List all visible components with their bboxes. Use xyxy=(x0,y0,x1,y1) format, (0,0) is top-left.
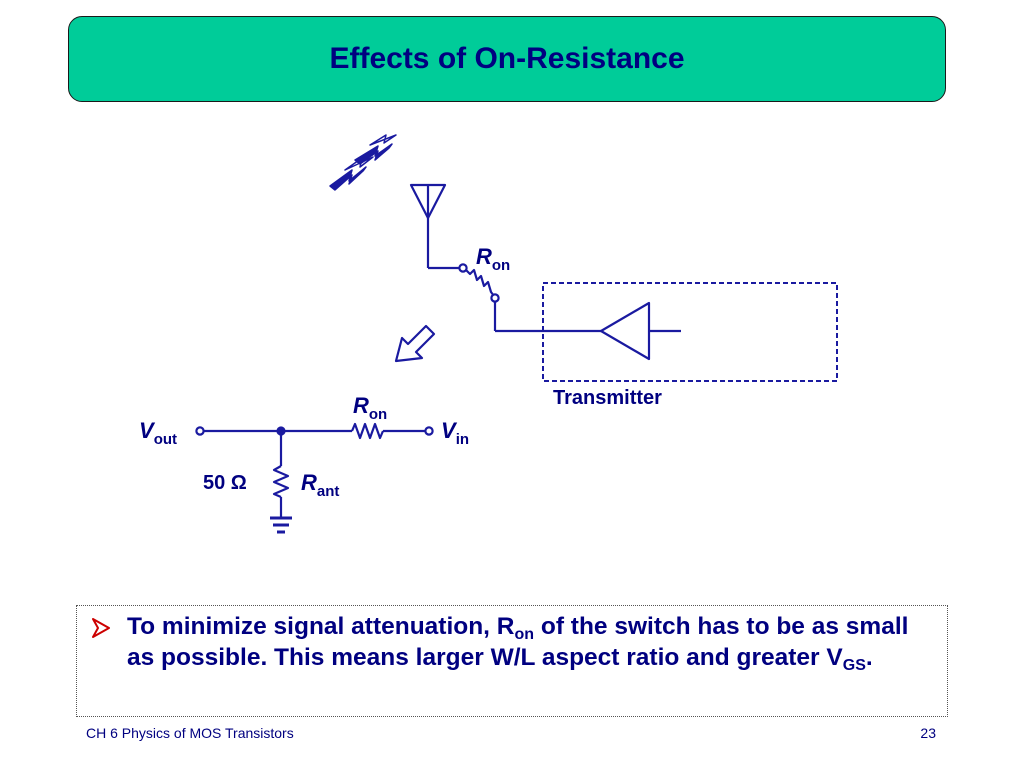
bullet-subscript-on: on xyxy=(514,626,535,643)
equivalent-circuit xyxy=(195,422,434,534)
transmitter-amplifier-icon xyxy=(599,301,681,361)
antenna-icon xyxy=(409,183,459,270)
transmitter-box xyxy=(542,282,838,382)
bullet-arrow-icon xyxy=(92,618,110,638)
vin-label: Vin xyxy=(441,418,469,448)
bullet-text: To minimize signal attenuation, Ron of t… xyxy=(127,611,927,674)
switch-ron-top xyxy=(458,263,601,333)
ron-bottom-label: Ron xyxy=(353,393,387,423)
bullet-text-part3: . xyxy=(865,644,873,671)
lightning-bolt-icon xyxy=(329,156,374,191)
bullet-text-part1: To minimize signal attenuation, R xyxy=(127,613,515,640)
lightning-bolt-icon xyxy=(354,134,397,165)
bullet-box: To minimize signal attenuation, Ron of t… xyxy=(76,605,948,717)
title-banner: Effects of On-Resistance xyxy=(68,16,946,102)
slide-title: Effects of On-Resistance xyxy=(329,42,685,75)
circuit-diagram: Ron Transmitter Ron Vout Vin 50 Ω Rant xyxy=(139,134,838,534)
resistance-value-label: 50 Ω xyxy=(203,472,247,494)
page-number: 23 xyxy=(920,725,936,741)
hollow-arrow-icon xyxy=(394,324,436,363)
ron-top-label: Ron xyxy=(476,244,510,274)
rant-label: Rant xyxy=(301,470,339,500)
bullet-subscript-gs: GS xyxy=(842,657,866,674)
transmitter-label: Transmitter xyxy=(553,387,662,409)
vout-label: Vout xyxy=(139,418,177,448)
bullet-text-part2: of the switch has to be as small as poss… xyxy=(127,613,909,671)
footer-chapter: CH 6 Physics of MOS Transistors xyxy=(86,725,294,741)
